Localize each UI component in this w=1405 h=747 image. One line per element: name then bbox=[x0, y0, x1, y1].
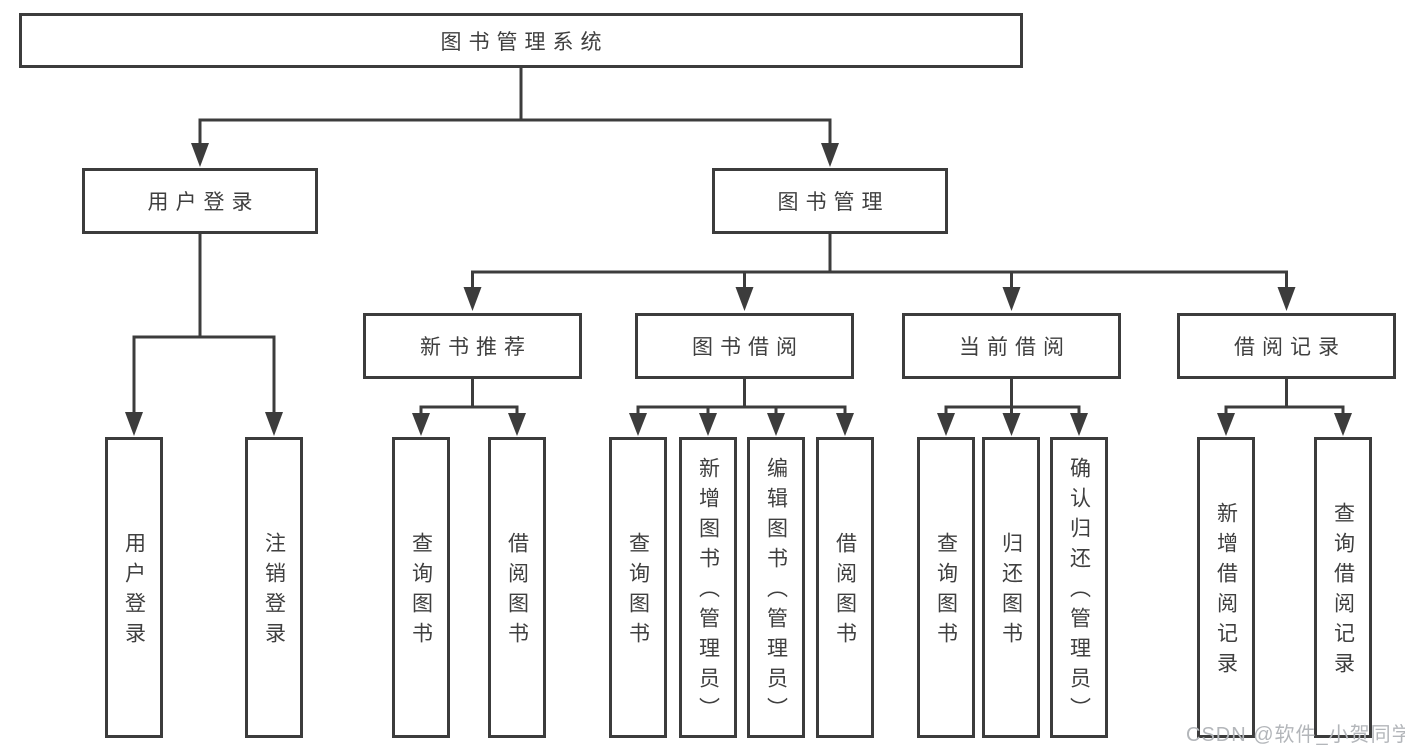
edge-root-to-level1 bbox=[191, 68, 839, 167]
node-borrow-records: 借阅记录 bbox=[1177, 313, 1396, 379]
leaf-logout-login: 注销登录 bbox=[245, 437, 303, 738]
leaf-label: 查询图书 bbox=[409, 532, 433, 652]
node-label: 新书推荐 bbox=[420, 336, 532, 359]
node-label: 图书管理 bbox=[777, 191, 890, 214]
leaf-add-books-admin: 新增图书（管理员） bbox=[679, 437, 737, 738]
edge-new-book-recommend-to-leaves bbox=[412, 379, 526, 436]
node-label: 借阅记录 bbox=[1234, 336, 1346, 359]
node-book-management: 图书管理 bbox=[712, 168, 948, 234]
node-new-book-recommend: 新书推荐 bbox=[363, 313, 582, 379]
edge-book-borrow-to-leaves bbox=[629, 379, 854, 436]
leaf-label: 新增图书（管理员） bbox=[696, 457, 720, 727]
leaf-query-borrow-record: 查询借阅记录 bbox=[1314, 437, 1372, 738]
leaf-edit-books-admin: 编辑图书（管理员） bbox=[747, 437, 805, 738]
leaf-label: 借阅图书 bbox=[505, 532, 529, 652]
leaf-query-books: 查询图书 bbox=[392, 437, 450, 738]
leaf-label: 查询借阅记录 bbox=[1331, 502, 1355, 682]
node-label: 当前借阅 bbox=[959, 336, 1071, 359]
leaf-label: 借阅图书 bbox=[833, 532, 857, 652]
leaf-label: 查询图书 bbox=[934, 532, 958, 652]
edge-borrow-records-to-leaves bbox=[1217, 379, 1352, 436]
node-label: 图书管理系统 bbox=[440, 30, 609, 54]
node-library-management-system: 图书管理系统 bbox=[19, 13, 1023, 68]
leaf-label: 注销登录 bbox=[262, 532, 286, 652]
node-book-borrow: 图书借阅 bbox=[635, 313, 854, 379]
leaf-label: 编辑图书（管理员） bbox=[764, 457, 788, 727]
node-current-borrow: 当前借阅 bbox=[902, 313, 1121, 379]
leaf-borrow-books: 借阅图书 bbox=[816, 437, 874, 738]
leaf-borrow-books: 借阅图书 bbox=[488, 437, 546, 738]
node-label: 用户登录 bbox=[147, 191, 260, 214]
edge-book-management-to-level2 bbox=[463, 234, 1296, 311]
leaf-label: 新增借阅记录 bbox=[1214, 502, 1238, 682]
node-user-login: 用户登录 bbox=[82, 168, 318, 234]
leaf-label: 确认归还（管理员） bbox=[1067, 457, 1091, 727]
edge-current-borrow-to-leaves bbox=[937, 379, 1088, 436]
leaf-confirm-return-admin: 确认归还（管理员） bbox=[1050, 437, 1108, 738]
leaf-label: 查询图书 bbox=[626, 532, 650, 652]
edge-user-login-to-leaves bbox=[125, 234, 283, 436]
node-label: 图书借阅 bbox=[692, 336, 804, 359]
leaf-label: 用户登录 bbox=[122, 532, 146, 652]
leaf-query-books: 查询图书 bbox=[609, 437, 667, 738]
leaf-user-login: 用户登录 bbox=[105, 437, 163, 738]
leaf-label: 归还图书 bbox=[999, 532, 1023, 652]
leaf-query-books: 查询图书 bbox=[917, 437, 975, 738]
leaf-return-books: 归还图书 bbox=[982, 437, 1040, 738]
leaf-add-borrow-record: 新增借阅记录 bbox=[1197, 437, 1255, 738]
